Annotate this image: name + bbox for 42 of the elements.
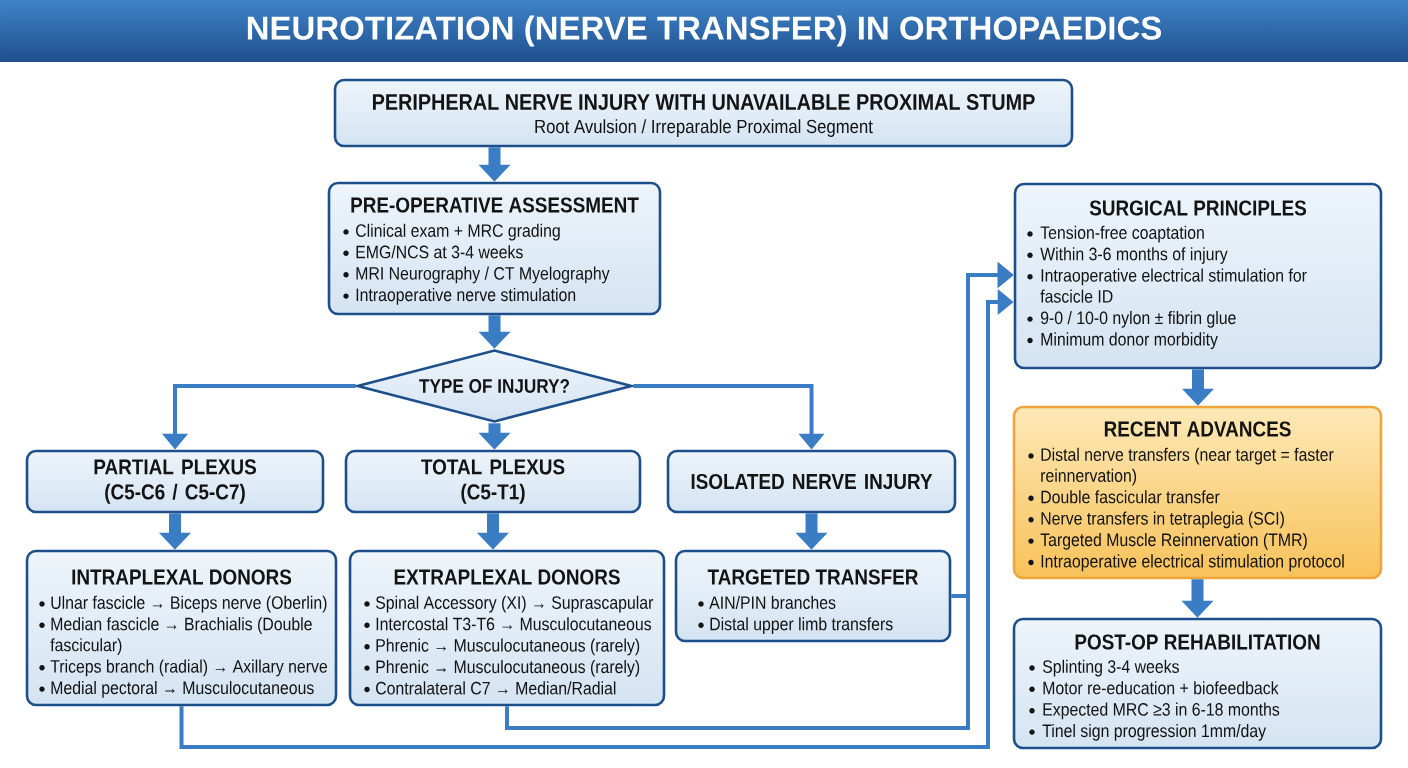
list-item: Targeted Muscle Reinnervation (TMR) <box>1040 532 1307 550</box>
list-item: Spinal Accessory (XI) → Suprascapular <box>375 595 654 613</box>
list-item: Tinel sign progression 1mm/day <box>1042 723 1267 741</box>
process-box: PARTIAL PLEXUS (C5-C6 / C5-C7) <box>25 449 325 514</box>
list-item: Distal nerve transfers (near target = faster reinnervation) <box>1041 447 1334 486</box>
list-item: Intraoperative electrical stimulation protocol <box>1041 554 1344 572</box>
box-heading: INTRAPLEXAL DONORS <box>72 569 292 585</box>
list-item: Triceps branch (radial) → Axillary nerve <box>50 659 328 677</box>
box-heading: PRE-OPERATIVE ASSESSMENT <box>351 197 639 213</box>
list-item: Phrenic → Musculocutaneous (rarely) <box>376 659 640 677</box>
process-box: ISOLATED NERVE INJURY <box>666 449 957 514</box>
list-item: Ulnar fascicle → Biceps nerve (Oberlin) <box>51 595 327 613</box>
list-item: Intercostal T3-T6 → Musculocutaneous <box>376 617 652 631</box>
list-item: EMG/NCS at 3-4 weeks <box>356 245 523 259</box>
process-box: TOTAL PLEXUS (C5-T1) <box>344 449 642 514</box>
list-item: Expected MRC ≥3 in 6-18 months <box>1043 702 1280 720</box>
list-item: Median fascicle → Brachialis (Double fascicular) <box>50 617 312 655</box>
box-heading: SURGICAL PRINCIPLES <box>1089 200 1307 216</box>
box-heading: PERIPHERAL NERVE INJURY WITH UNAVAILABLE PROXIMAL STUMP <box>373 94 1035 110</box>
list-item: Minimum donor morbidity <box>1041 332 1218 350</box>
list-item: Motor re-education + biofeedback <box>1043 681 1279 695</box>
list-item: Splinting 3-4 weeks <box>1042 659 1179 677</box>
box-heading: POST-OP REHABILITATION <box>1075 634 1320 650</box>
list-item: AIN/PIN branches <box>709 595 836 609</box>
list-item: Double fascicular transfer <box>1041 490 1220 504</box>
list-item: Phrenic → Musculocutaneous (rarely) <box>376 638 640 656</box>
list-item: Intraoperative nerve stimulation <box>356 287 576 305</box>
list-item: Distal upper limb transfers <box>710 617 893 634</box>
list-item: Tension-free coaptation <box>1040 225 1204 243</box>
list-item: Within 3-6 months of injury <box>1040 247 1228 264</box>
box-heading: TARGETED TRANSFER <box>707 569 919 585</box>
list-item: Contralateral C7 → Median/Radial <box>376 681 616 695</box>
title: NEUROTIZATION (NERVE TRANSFER) IN ORTHOPAEDICS <box>247 15 1162 47</box>
list-item: MRI Neurography / CT Myelography <box>356 266 610 284</box>
box-heading: EXTRAPLEXAL DONORS <box>394 569 620 585</box>
list-item: Nerve transfers in tetraplegia (SCI) <box>1041 511 1284 529</box>
list-item: Clinical exam + MRC grading <box>356 223 560 241</box>
list-item: Intraoperative electrical stimulation for fascicle ID <box>1040 268 1307 303</box>
list-item: Medial pectoral → Musculocutaneous <box>51 680 314 698</box>
box-subtitle: Root Avulsion / Irreparable Proximal Segment <box>535 119 873 137</box>
box-heading: RECENT ADVANCES <box>1104 421 1291 437</box>
list-item: 9-0 / 10-0 nylon ± fibrin glue <box>1040 310 1236 328</box>
